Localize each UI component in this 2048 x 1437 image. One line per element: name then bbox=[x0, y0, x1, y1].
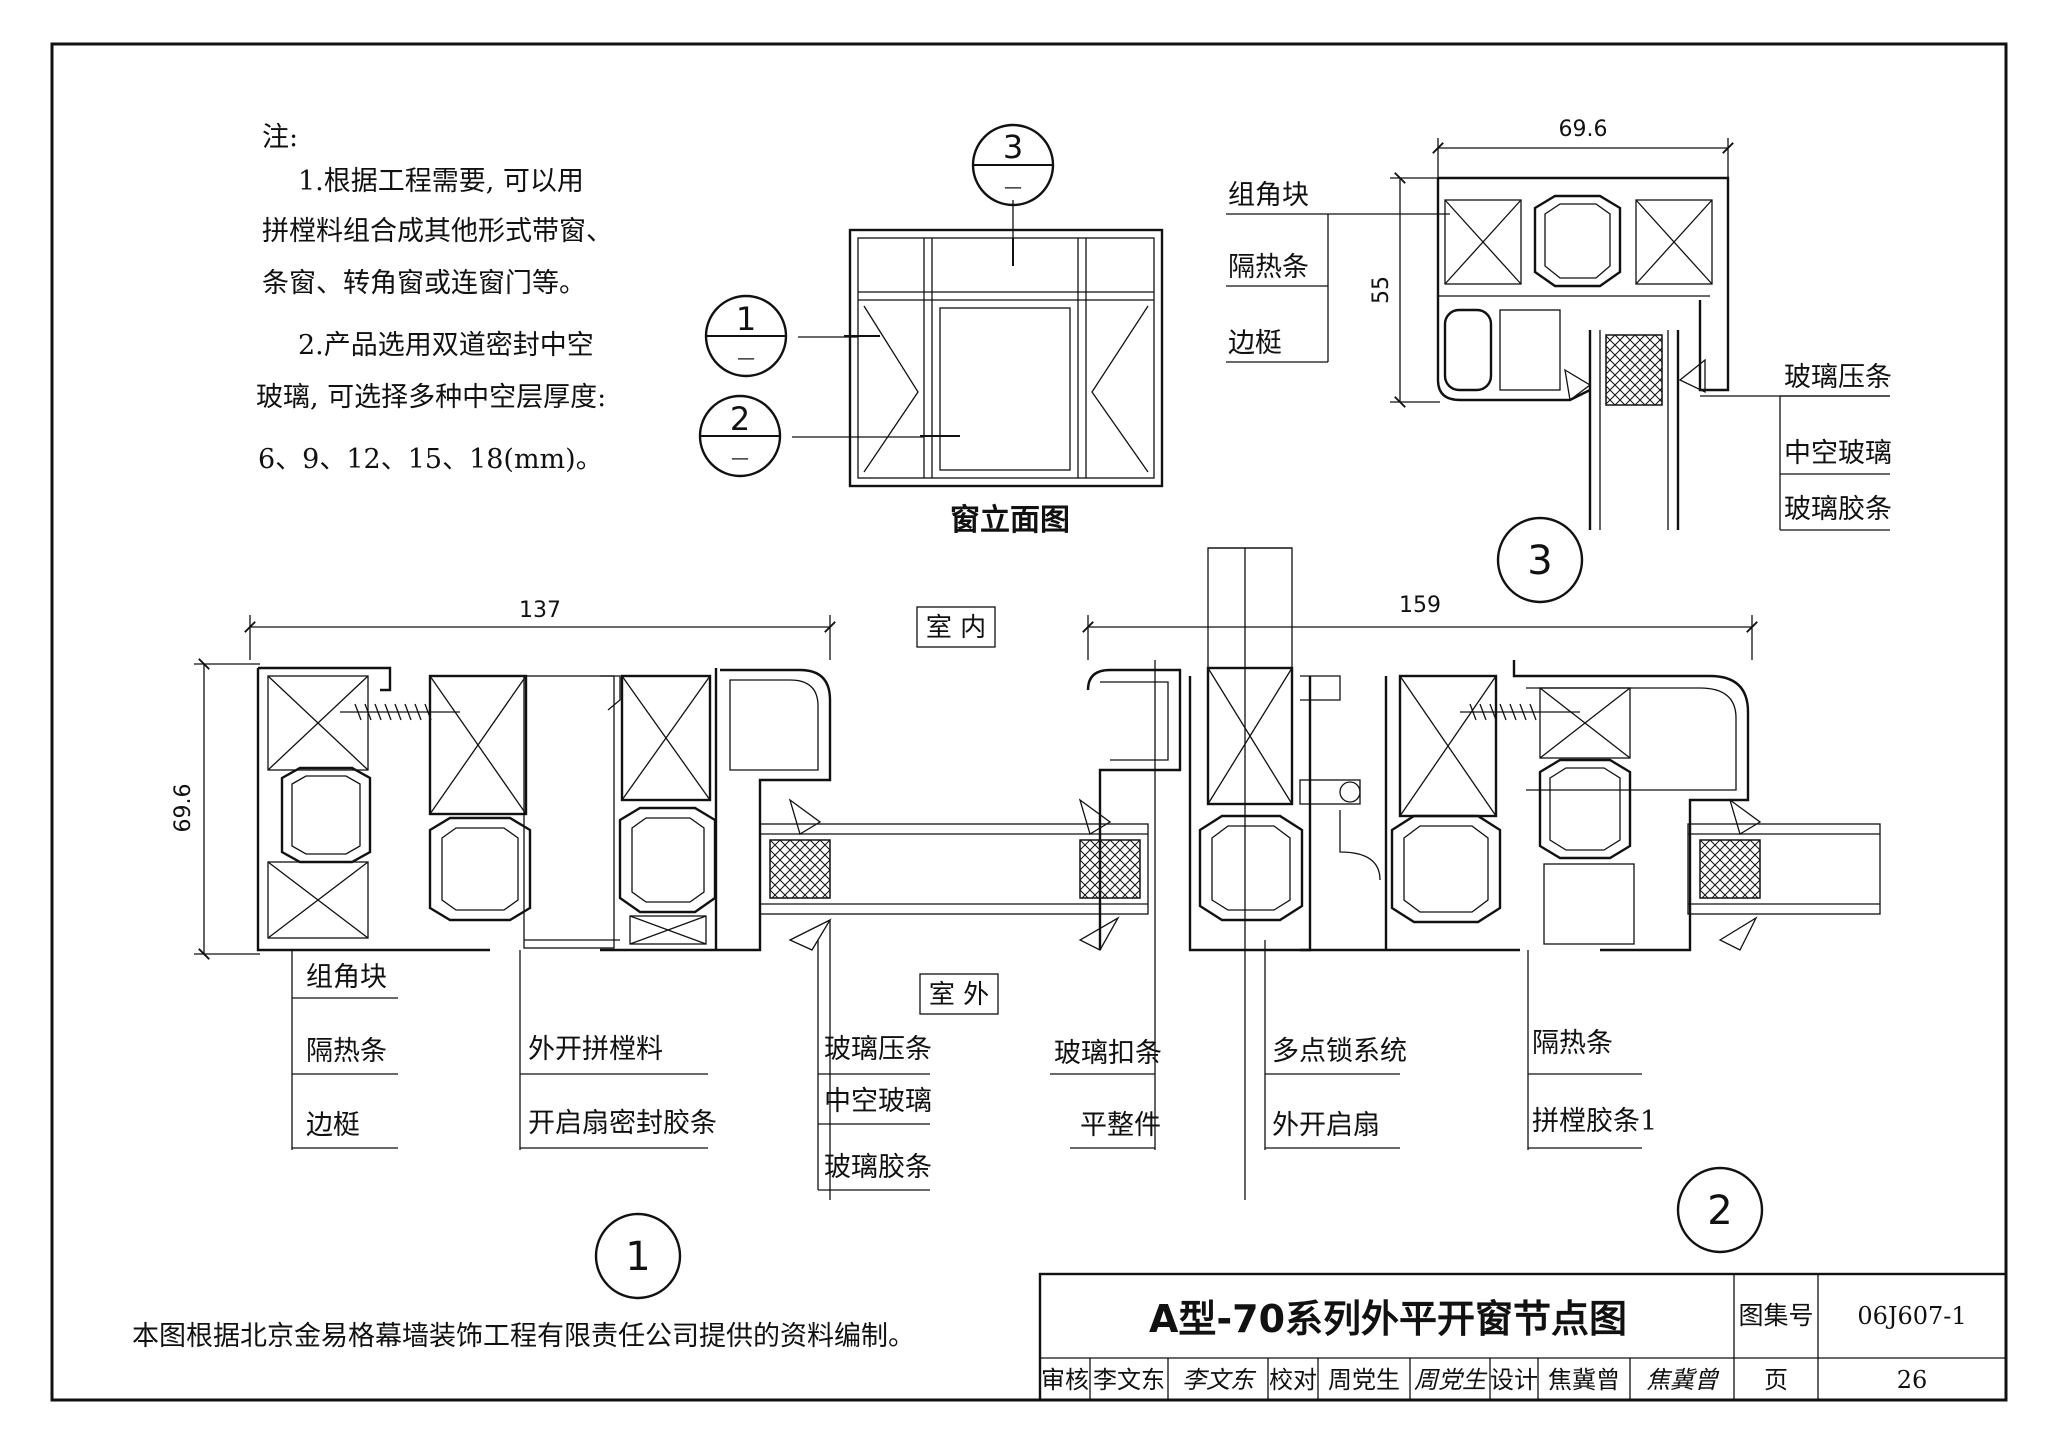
label-insulating-glass: 中空玻璃 bbox=[824, 1086, 932, 1117]
atlas-label: 图集号 bbox=[1738, 1301, 1813, 1330]
label-coupling-mullion: 外开拼樘料 bbox=[528, 1034, 663, 1065]
note-1-line-3: 条窗、转角窗或连窗门等。 bbox=[262, 268, 586, 299]
svg-text:1: 1 bbox=[625, 1234, 650, 1280]
svg-text:3: 3 bbox=[1003, 128, 1023, 166]
svg-text:—: — bbox=[737, 348, 755, 369]
reviewer-name: 李文东 bbox=[1093, 1366, 1165, 1394]
page-label: 页 bbox=[1764, 1366, 1788, 1394]
note-2-line-1: 2.产品选用双道密封中空 bbox=[298, 330, 594, 361]
elevation-title: 窗立面图 bbox=[950, 503, 1070, 538]
label-coupling-seal: 拼樘胶条1 bbox=[1532, 1106, 1657, 1137]
svg-text:—: — bbox=[1004, 177, 1022, 198]
svg-text:1: 1 bbox=[736, 300, 756, 338]
dim-137: 137 bbox=[519, 598, 561, 623]
detail3-label-thermal-strip: 隔热条 bbox=[1228, 252, 1309, 283]
detail3-label-side-stile: 边梃 bbox=[1228, 328, 1282, 359]
drawing-title: A型-70系列外平开窗节点图 bbox=[1149, 1297, 1627, 1341]
check-label: 校对 bbox=[1269, 1366, 1317, 1394]
detail3-label-glass-bead: 玻璃压条 bbox=[1784, 362, 1892, 393]
label-glazing-strip: 玻璃胶条 bbox=[824, 1152, 932, 1183]
label-leveling-piece: 平整件 bbox=[1080, 1110, 1161, 1141]
label-corner-block: 组角块 bbox=[306, 962, 387, 993]
note-1-line-2: 拼樘料组合成其他形式带窗、 bbox=[262, 216, 613, 247]
note-2-line-3: 6、9、12、15、18(mm)。 bbox=[258, 444, 603, 475]
detail3-label-glazing-strip: 玻璃胶条 bbox=[1784, 494, 1892, 525]
notes-block: 注: 1.根据工程需要, 可以用 拼樘料组合成其他形式带窗、 条窗、转角窗或连窗… bbox=[256, 122, 613, 475]
label-sash-seal-strip: 开启扇密封胶条 bbox=[528, 1108, 717, 1139]
review-label: 审核 bbox=[1041, 1366, 1089, 1394]
window-elevation: 3 — 1 — 2 — 窗立面图 bbox=[698, 123, 1164, 538]
page-number: 26 bbox=[1897, 1366, 1928, 1394]
footnote: 本图根据北京金易格幕墙装饰工程有限责任公司提供的资料编制。 bbox=[132, 1321, 915, 1352]
detail-3-number bbox=[1496, 516, 1584, 604]
label-side-stile: 边梃 bbox=[306, 1110, 360, 1141]
detail-1-number bbox=[594, 1212, 682, 1300]
title-block: A型-70系列外平开窗节点图 图集号 06J607-1 审核 李文东 李文东 校… bbox=[1038, 1272, 2008, 1402]
label-multipoint-lock: 多点锁系统 bbox=[1272, 1036, 1407, 1067]
label-thermal-strip-2: 隔热条 bbox=[1532, 1028, 1613, 1059]
notes-heading: 注: bbox=[262, 122, 298, 153]
detail3-dim-width: 69.6 bbox=[1559, 117, 1608, 142]
detail-2-number bbox=[1676, 1166, 1764, 1254]
atlas-number: 06J607-1 bbox=[1857, 1302, 1966, 1330]
checker-signature: 周党生 bbox=[1414, 1366, 1488, 1394]
detail-3: 69.6 55 组角块 隔热条 边梃 bbox=[1226, 117, 1892, 604]
sheet-border bbox=[50, 42, 2008, 1402]
dim-159: 159 bbox=[1399, 593, 1441, 618]
horizontal-section: 137 159 69.6 室 内 室 外 bbox=[171, 547, 1881, 1300]
note-2-line-2: 玻璃, 可选择多种中空层厚度: bbox=[256, 382, 606, 413]
designer-signature: 焦冀曾 bbox=[1646, 1366, 1720, 1394]
dim-69-6: 69.6 bbox=[171, 784, 196, 833]
detail3-label-corner-block: 组角块 bbox=[1228, 180, 1309, 211]
label-outward-sash: 外开启扇 bbox=[1272, 1110, 1380, 1141]
reviewer-signature: 李文东 bbox=[1182, 1366, 1257, 1394]
svg-text:2: 2 bbox=[1707, 1188, 1732, 1234]
designer-name: 焦冀曾 bbox=[1548, 1366, 1620, 1394]
note-1-line-1: 1.根据工程需要, 可以用 bbox=[298, 166, 584, 197]
design-label: 设计 bbox=[1490, 1366, 1538, 1394]
label-thermal-strip: 隔热条 bbox=[306, 1036, 387, 1067]
label-glass-bead: 玻璃压条 bbox=[824, 1034, 932, 1065]
checker-name: 周党生 bbox=[1328, 1366, 1400, 1394]
svg-text:—: — bbox=[731, 448, 749, 469]
svg-text:3: 3 bbox=[1527, 538, 1552, 584]
label-glass-clip: 玻璃扣条 bbox=[1054, 1038, 1162, 1069]
detail3-label-insulating-glass: 中空玻璃 bbox=[1784, 438, 1892, 469]
interior-label: 室 内 bbox=[926, 613, 986, 643]
detail3-dim-height: 55 bbox=[1369, 276, 1394, 304]
exterior-label: 室 外 bbox=[929, 980, 989, 1010]
svg-text:2: 2 bbox=[730, 400, 750, 438]
